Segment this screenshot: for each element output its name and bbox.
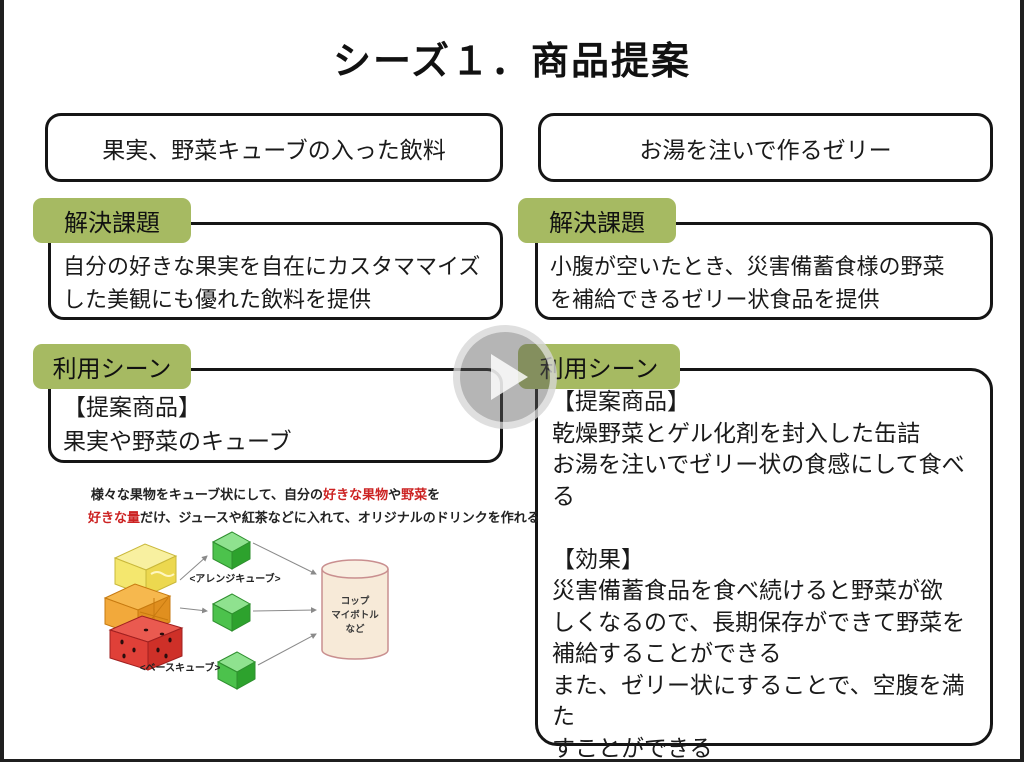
caption-segment: 様々な果物をキューブ状にして、自分の	[90, 487, 324, 502]
caption-segment: を	[427, 487, 441, 502]
product-header-right-label: お湯を注いで作るゼリー	[639, 136, 892, 163]
usage-text-left: 【提案商品】 果実や野菜のキューブ	[63, 394, 292, 454]
cylinder-label-line1: コップ	[341, 595, 370, 607]
caption-segment-emphasis: 好きな量	[88, 510, 141, 525]
caption-segment: だけ、ジュースや紅茶などに入れて、オリジナルのドリンクを作れる	[140, 510, 540, 525]
challenge-box-left: 自分の好きな果実を自在にカスタママイズ した美観にも優れた飲料を提供	[48, 222, 503, 320]
green-cube-illustration	[211, 593, 252, 632]
challenge-tag-left: 解決課題	[33, 198, 191, 243]
video-frame-right-edge	[1020, 0, 1024, 762]
cylinder-label-line2: マイボトル	[331, 609, 379, 621]
challenge-box-right: 小腹が空いたとき、災害備蓄食様の野菜 を補給できるゼリー状食品を提供	[535, 222, 993, 320]
fruit-cube-stack-illustration	[103, 537, 184, 671]
cup-cylinder-illustration	[321, 559, 389, 660]
caption-segment-emphasis: 好きな果物	[323, 487, 389, 502]
challenge-text-right: 小腹が空いたとき、災害備蓄食様の野菜 を補給できるゼリー状食品を提供	[550, 254, 945, 312]
usage-tag-left: 利用シーン	[33, 344, 191, 389]
product-header-right: お湯を注いで作るゼリー	[538, 113, 993, 182]
slide-title: シーズ１．商品提案	[332, 41, 692, 83]
usage-text-right: 【提案商品】 乾燥野菜とゲル化剤を封入した缶詰 お湯を注いでゼリー状の食感にして…	[552, 388, 966, 761]
product-header-left-label: 果実、野菜キューブの入った飲料	[102, 136, 446, 163]
play-icon	[491, 354, 528, 400]
caption-segment: や	[388, 487, 402, 502]
caption-segment-emphasis: 野菜	[401, 487, 428, 502]
diagram-caption-line1: 様々な果物をキューブ状にして、自分の好きな果物や野菜を	[88, 483, 443, 506]
base-cube-illustration	[216, 651, 257, 690]
flow-arrows	[179, 542, 317, 666]
challenge-tag-right: 解決課題	[518, 198, 676, 243]
diagram-caption-line2: 好きな量だけ、ジュースや紅茶などに入れて、オリジナルのドリンクを作れる	[88, 506, 540, 529]
usage-box-right: 【提案商品】 乾燥野菜とゲル化剤を封入した缶詰 お湯を注いでゼリー状の食感にして…	[535, 368, 993, 761]
arrange-cube-illustration	[211, 531, 252, 570]
cube-flow-illustration: <アレンジキューブ> <ベースキューブ> コップ マイボトル など	[103, 531, 389, 690]
play-button[interactable]	[453, 325, 557, 429]
arrange-cube-label: <アレンジキューブ>	[189, 572, 280, 585]
video-frame-left-edge	[0, 0, 4, 762]
challenge-text-left: 自分の好きな果実を自在にカスタママイズ した美観にも優れた飲料を提供	[63, 254, 481, 312]
cylinder-label-line3: など	[345, 623, 365, 635]
cube-diagram: 様々な果物をキューブ状にして、自分の好きな果物や野菜を 好きな量だけ、ジュースや…	[88, 483, 540, 728]
product-header-left: 果実、野菜キューブの入った飲料	[45, 113, 503, 182]
video-frame-bottom-edge	[0, 759, 1024, 762]
base-cube-label: <ベースキューブ>	[140, 661, 221, 674]
